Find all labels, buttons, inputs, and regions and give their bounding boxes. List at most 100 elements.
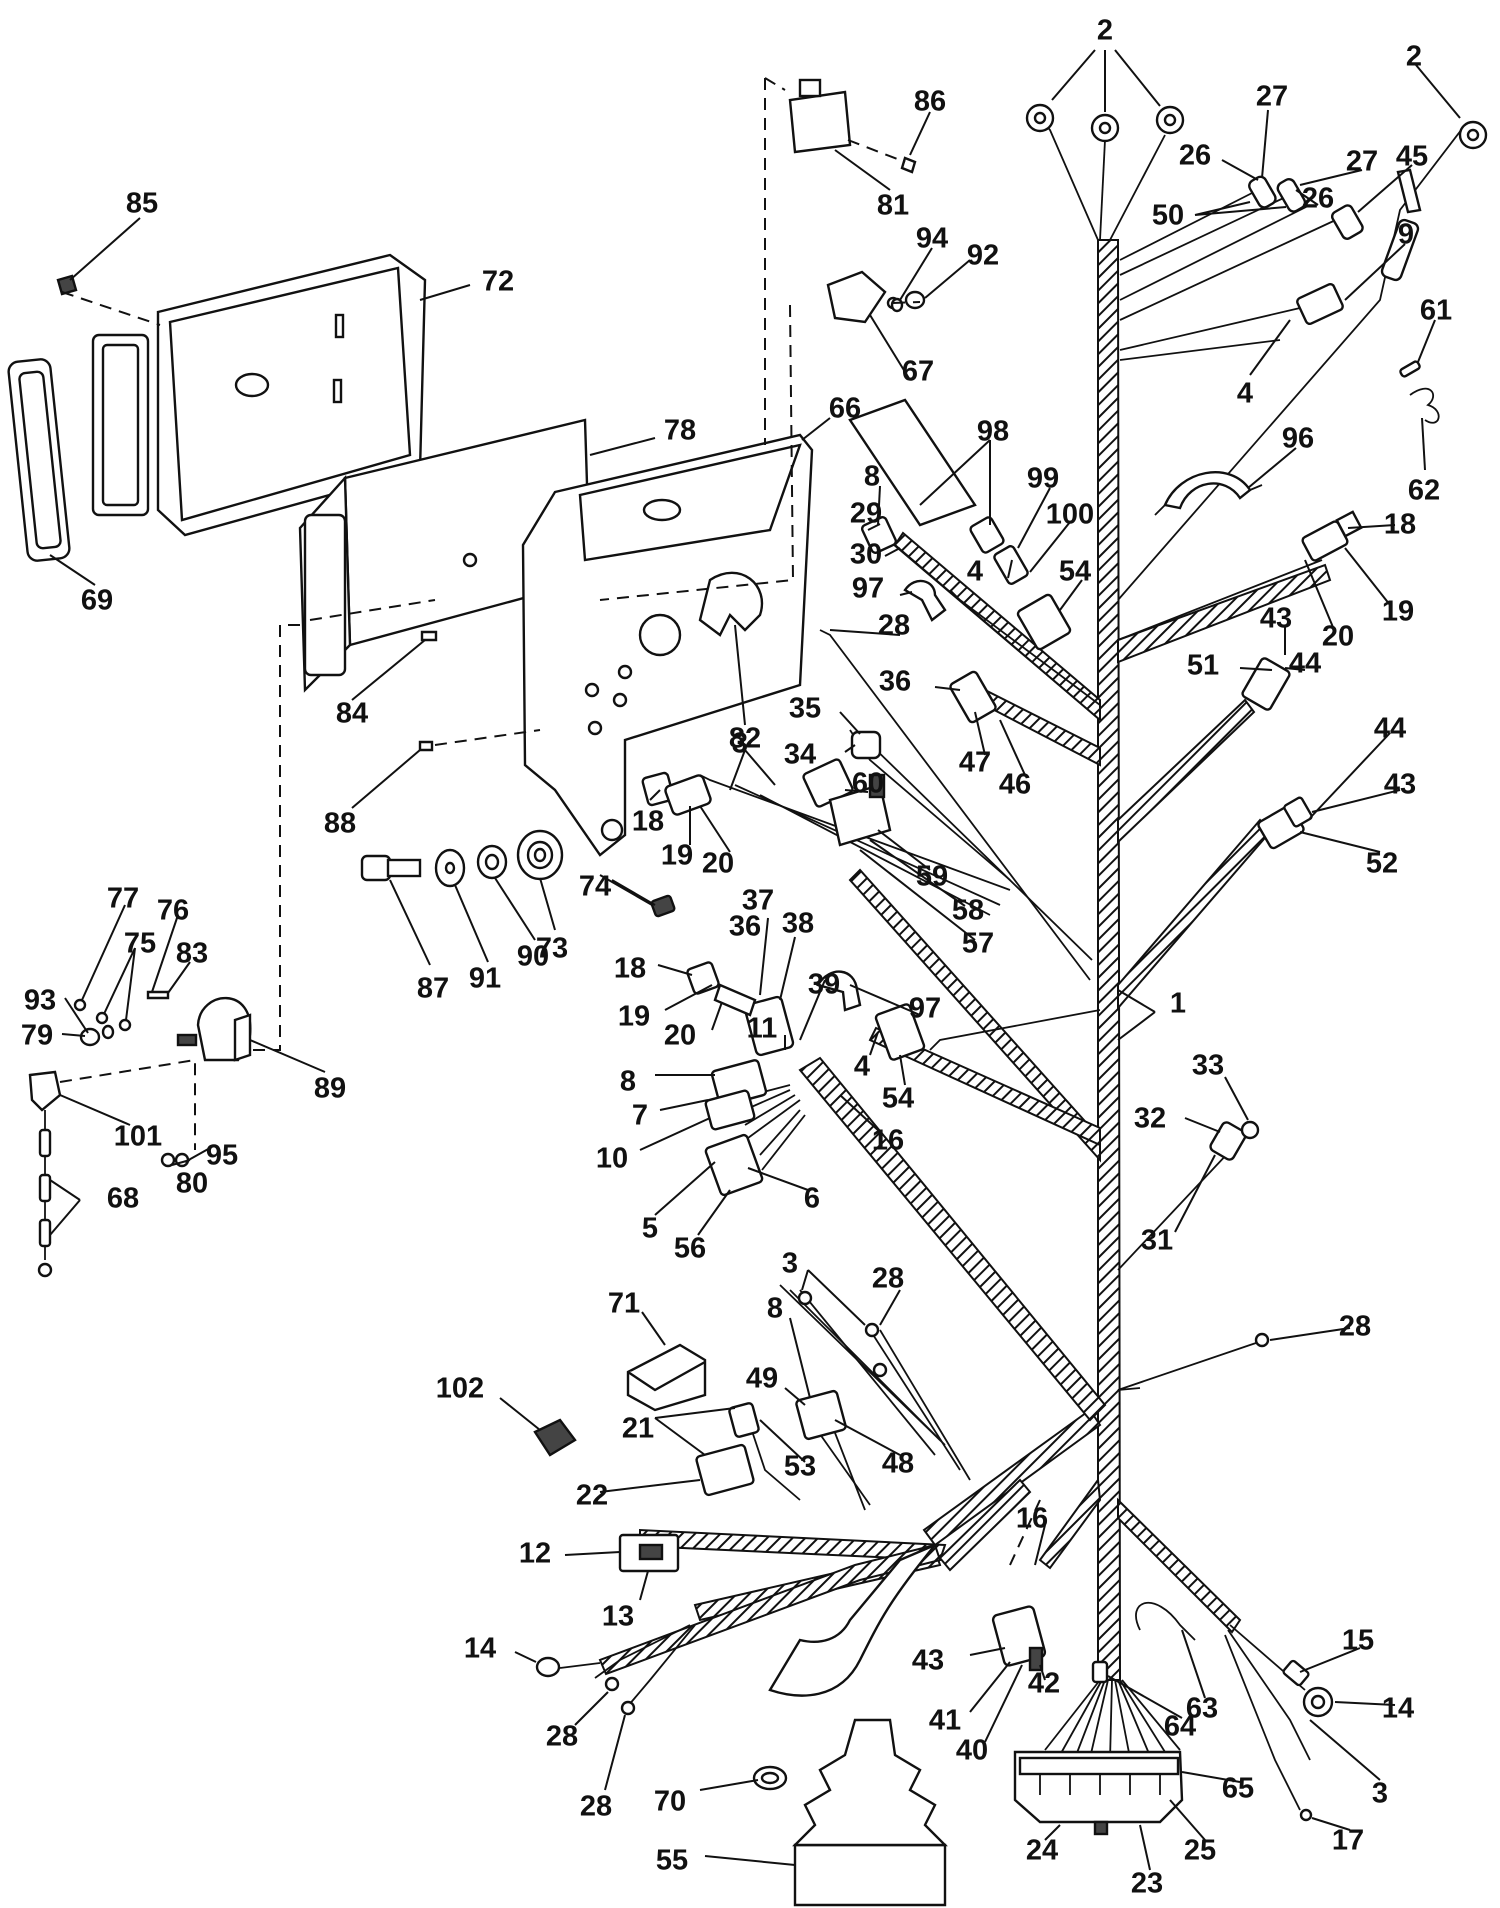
main-harness	[598, 239, 1332, 1697]
callout-label: 44	[1374, 713, 1406, 745]
callout-label: 61	[1420, 295, 1452, 327]
callout-label: 14	[464, 1633, 496, 1665]
callout-label: 91	[469, 963, 501, 995]
callout-labels: 1223334445678889101112131414151616171818…	[21, 15, 1452, 1900]
callout-label: 97	[852, 573, 884, 605]
callout-label: 16	[1016, 1503, 1048, 1535]
callout-label: 54	[882, 1083, 914, 1115]
callout-label: 8	[767, 1293, 783, 1325]
callout-label: 2	[1406, 41, 1422, 73]
callout-label: 20	[702, 848, 734, 880]
callout-label: 55	[656, 1845, 688, 1877]
callout-label: 92	[967, 240, 999, 272]
callout-label: 84	[336, 698, 368, 730]
callout-label: 24	[1026, 1835, 1058, 1867]
callout-label: 16	[872, 1125, 904, 1157]
callout-label: 86	[914, 86, 946, 118]
callout-label: 1	[1170, 988, 1186, 1020]
callout-label: 66	[829, 393, 861, 425]
callout-label: 43	[912, 1645, 944, 1677]
callout-label: 21	[622, 1413, 654, 1445]
callout-label: 95	[206, 1140, 238, 1172]
callout-label: 72	[482, 266, 514, 298]
callout-label: 19	[1382, 596, 1414, 628]
callout-label: 15	[1342, 1625, 1374, 1657]
callout-label: 39	[808, 969, 840, 1001]
callout-label: 2	[1097, 15, 1113, 47]
callout-label: 62	[1408, 475, 1440, 507]
callout-label: 59	[916, 861, 948, 893]
callout-label: 4	[854, 1051, 870, 1083]
callout-label: 26	[1179, 140, 1211, 172]
callout-label: 17	[1332, 1825, 1364, 1857]
callout-label: 34	[784, 739, 816, 771]
callout-label: 41	[929, 1705, 961, 1737]
callout-label: 18	[614, 953, 646, 985]
callout-label: 37	[742, 885, 774, 917]
callout-label: 97	[909, 993, 941, 1025]
callout-label: 6	[804, 1183, 820, 1215]
callout-label: 63	[1186, 1693, 1218, 1725]
callout-label: 44	[1289, 648, 1321, 680]
callout-label: 23	[1131, 1868, 1163, 1900]
callout-label: 75	[124, 928, 156, 960]
callout-label: 93	[24, 985, 56, 1017]
callout-label: 36	[729, 911, 761, 943]
callout-label: 85	[126, 188, 158, 220]
callout-label: 76	[157, 895, 189, 927]
callout-label: 69	[81, 585, 113, 617]
callout-label: 94	[916, 223, 948, 255]
callout-label: 42	[1028, 1668, 1060, 1700]
callout-label: 101	[114, 1121, 162, 1153]
callout-label: 20	[1322, 621, 1354, 653]
callout-label: 64	[1164, 1711, 1196, 1743]
callout-label: 32	[1134, 1103, 1166, 1135]
callout-label: 45	[1396, 141, 1428, 173]
callout-label: 4	[1237, 378, 1253, 410]
callout-label: 96	[1282, 423, 1314, 455]
callout-label: 43	[1384, 769, 1416, 801]
callout-label: 48	[882, 1448, 914, 1480]
callout-label: 13	[602, 1601, 634, 1633]
callout-label: 87	[417, 973, 449, 1005]
callout-label: 28	[546, 1721, 578, 1753]
callout-label: 40	[956, 1735, 988, 1767]
callout-label: 83	[176, 938, 208, 970]
callout-label: 3	[782, 1248, 798, 1280]
callout-label: 19	[661, 840, 693, 872]
callout-label: 4	[967, 556, 983, 588]
callout-label: 52	[1366, 848, 1398, 880]
callout-label: 18	[1384, 509, 1416, 541]
callout-label: 20	[664, 1020, 696, 1052]
callout-label: 5	[642, 1213, 658, 1245]
callout-label: 28	[580, 1791, 612, 1823]
callout-label: 71	[608, 1288, 640, 1320]
callout-label: 67	[902, 356, 934, 388]
callout-label: 60	[852, 768, 884, 800]
callout-label: 3	[732, 728, 748, 760]
callout-label: 33	[1192, 1050, 1224, 1082]
callout-label: 58	[952, 895, 984, 927]
callout-label: 68	[107, 1183, 139, 1215]
callout-label: 100	[1046, 499, 1094, 531]
callout-label: 10	[596, 1143, 628, 1175]
callout-label: 79	[21, 1020, 53, 1052]
callout-label: 88	[324, 808, 356, 840]
callout-label: 47	[959, 747, 991, 779]
callout-label: 12	[519, 1538, 551, 1570]
parts	[7, 78, 1488, 1907]
callout-label: 3	[1372, 1778, 1388, 1810]
callout-label: 53	[784, 1451, 816, 1483]
callout-label: 11	[747, 1013, 778, 1045]
callout-label: 50	[1152, 200, 1184, 232]
callout-label: 80	[176, 1168, 208, 1200]
callout-label: 46	[999, 769, 1031, 801]
callout-label: 27	[1346, 146, 1378, 178]
callout-label: 89	[314, 1073, 346, 1105]
callout-label: 81	[877, 190, 909, 222]
callout-label: 99	[1027, 463, 1059, 495]
wires	[559, 117, 1466, 1811]
callout-label: 7	[632, 1100, 648, 1132]
callout-label: 73	[536, 933, 568, 965]
